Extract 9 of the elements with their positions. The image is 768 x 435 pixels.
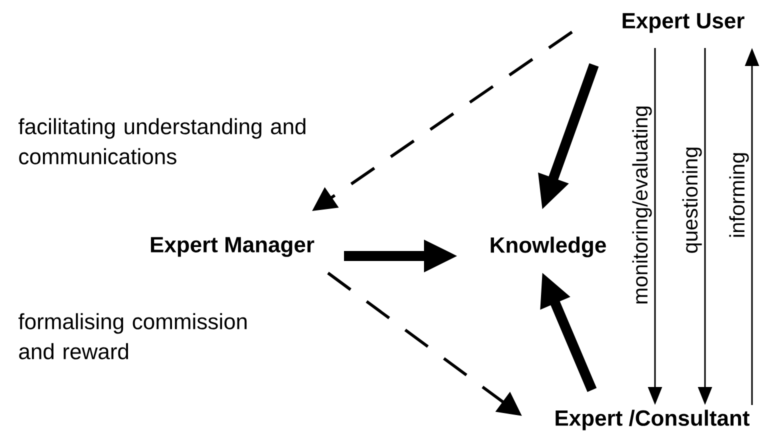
node-label: Knowledge [490,236,606,258]
edge-label: questioning [682,148,702,253]
node-label: Expert Manager [150,237,314,257]
edge-label: informing [729,153,749,237]
annotation-text: formalising commission and reward [18,313,247,360]
node-label: Expert /Consultant [556,410,750,430]
edge-label: monitoring/evaluating [632,106,652,304]
node-label: Expert User [622,13,744,33]
annotation-text: facilitating understanding and communications [18,118,306,164]
